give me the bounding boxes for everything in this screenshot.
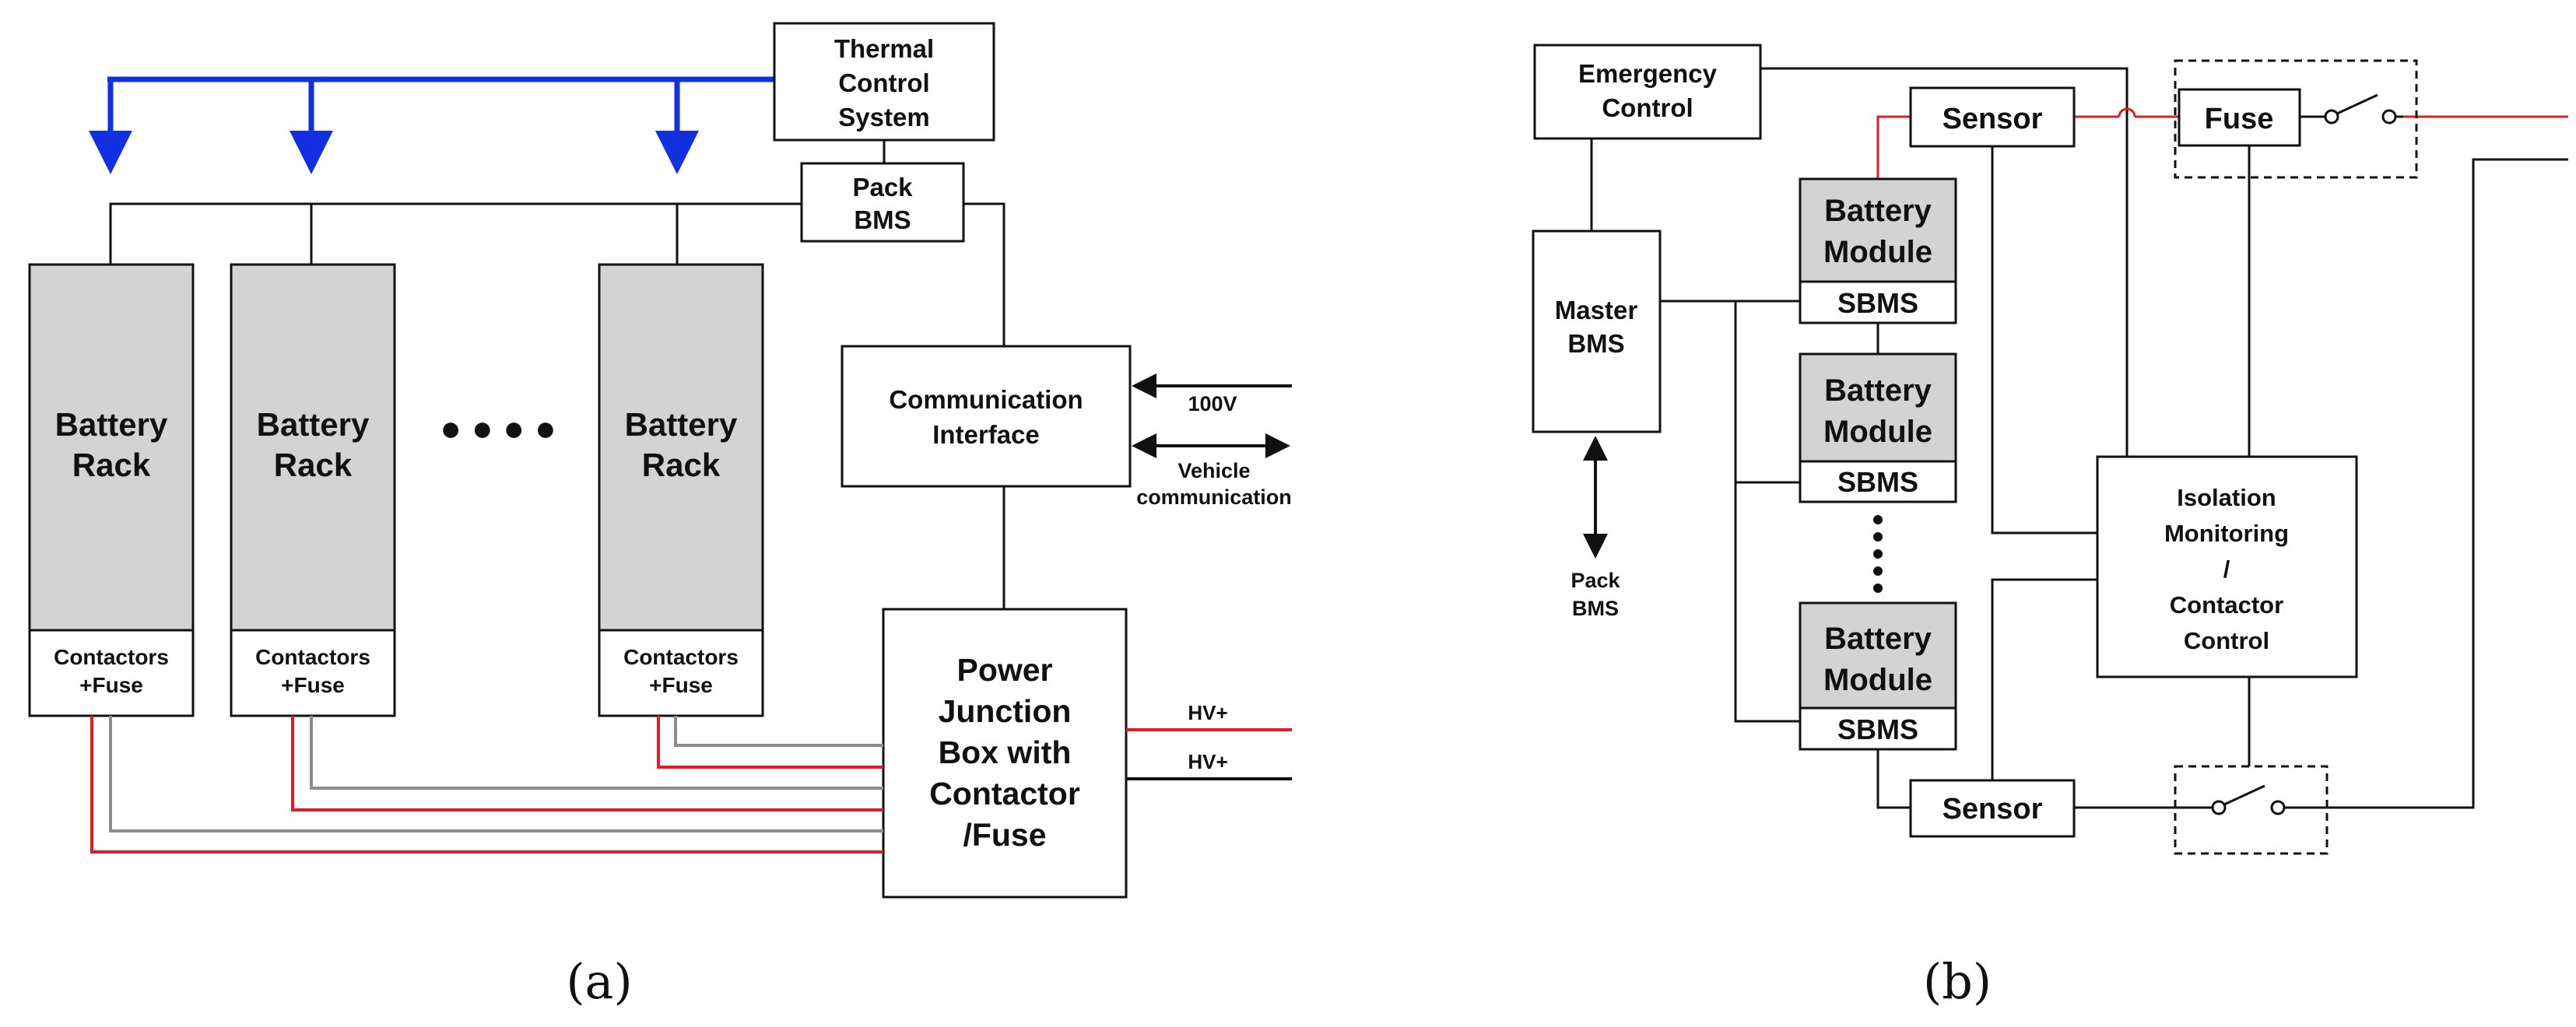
power-100v-label: 100V bbox=[1188, 392, 1237, 415]
emergency-line-1: Emergency bbox=[1578, 59, 1718, 88]
rack-2-contactor-line-1: Contactors bbox=[255, 645, 370, 669]
sensor-top-label: Sensor bbox=[1943, 103, 2043, 135]
rack-1-contactor-line-1: Contactors bbox=[54, 645, 169, 669]
thermal-control-line-3: System bbox=[838, 103, 929, 131]
module-2-line-2: Module bbox=[1823, 415, 1932, 449]
pack-bms-a-line-2: BMS bbox=[854, 205, 911, 234]
rack-1-contactor-line-2: +Fuse bbox=[79, 673, 143, 697]
b-red-wiring bbox=[1876, 107, 2568, 179]
rack-1-label-line-2: Rack bbox=[72, 447, 151, 483]
sensor-bottom-label: Sensor bbox=[1943, 793, 2043, 825]
battery-module-3: Battery Module SBMS bbox=[1799, 601, 1957, 751]
battery-rack-1: Battery Rack Contactors +Fuse bbox=[28, 263, 195, 717]
battery-rack-2: Battery Rack Contactors +Fuse bbox=[230, 263, 396, 717]
master-bms-line-1: Master bbox=[1555, 296, 1638, 324]
rack-bms-bus bbox=[109, 202, 1005, 346]
rack-2-contactor-line-2: +Fuse bbox=[281, 673, 345, 697]
isolation-line-4: Contactor bbox=[2170, 591, 2283, 619]
isolation-line-2: Monitoring bbox=[2164, 520, 2289, 547]
rack-red-wiring bbox=[90, 716, 883, 853]
vehicle-comm-line-2: communication bbox=[1136, 485, 1292, 509]
module-3-line-1: Battery bbox=[1824, 622, 1932, 656]
rack-2-label-line-2: Rack bbox=[274, 447, 353, 483]
junction-line-1: Power bbox=[956, 652, 1052, 688]
master-bms-box: Master BMS bbox=[1532, 230, 1662, 433]
rack-1-label-line-1: Battery bbox=[55, 406, 168, 443]
rack-ellipsis: ● ● ● ● bbox=[440, 408, 556, 448]
junction-line-4: Contactor bbox=[929, 776, 1080, 811]
communication-interface-box: Communication Interface bbox=[841, 345, 1132, 488]
module-3-line-2: Module bbox=[1823, 663, 1932, 697]
isolation-line-5: Control bbox=[2184, 627, 2269, 654]
comm-interface-line-1: Communication bbox=[889, 385, 1083, 414]
b-black-wiring bbox=[1590, 67, 2568, 809]
caption-b: (b) bbox=[1923, 953, 1992, 1010]
module-2-sbms: SBMS bbox=[1837, 466, 1918, 498]
rack-3-contactor-line-1: Contactors bbox=[623, 645, 739, 669]
sensor-top-box: Sensor bbox=[1909, 86, 2076, 148]
pack-bms-b-line-1: Pack bbox=[1571, 569, 1620, 592]
module-3-sbms: SBMS bbox=[1837, 713, 1918, 745]
rack-3-contactor-line-2: +Fuse bbox=[649, 673, 713, 697]
thermal-control-line-1: Thermal bbox=[834, 34, 934, 63]
top-contactor-switch bbox=[2300, 93, 2403, 124]
rack-gray-wiring bbox=[109, 716, 883, 832]
thermal-control-box: Thermal Control System bbox=[773, 22, 995, 142]
rack-2-label-line-1: Battery bbox=[257, 406, 370, 443]
thermal-bus bbox=[89, 76, 777, 174]
comm-interface-line-2: Interface bbox=[932, 420, 1040, 449]
pack-bms-b-line-2: BMS bbox=[1572, 597, 1619, 620]
module-2-line-1: Battery bbox=[1824, 373, 1932, 408]
battery-module-2: Battery Module SBMS bbox=[1799, 352, 1957, 503]
module-1-line-1: Battery bbox=[1824, 194, 1932, 228]
isolation-line-1: Isolation bbox=[2177, 484, 2276, 511]
module-1-sbms: SBMS bbox=[1837, 287, 1918, 319]
module-ellipsis-dots bbox=[1873, 515, 1883, 593]
bottom-contactor-switch bbox=[2211, 784, 2327, 815]
sensor-bottom-box: Sensor bbox=[1909, 779, 2076, 838]
diagram-a: Thermal Control System Pack BMS Battery … bbox=[28, 22, 1292, 1010]
emergency-control-box: Emergency Control bbox=[1533, 44, 1762, 140]
junction-line-3: Box with bbox=[939, 734, 1072, 770]
junction-line-2: Junction bbox=[939, 693, 1072, 729]
rack-3-label-line-2: Rack bbox=[642, 447, 721, 483]
rack-3-label-line-1: Battery bbox=[625, 406, 738, 443]
hv-plus-label-1: HV+ bbox=[1188, 701, 1227, 724]
pack-bms-a-line-1: Pack bbox=[852, 173, 913, 202]
battery-rack-3: Battery Rack Contactors +Fuse bbox=[598, 263, 764, 717]
module-1-line-2: Module bbox=[1823, 235, 1932, 269]
bottom-contactor-group bbox=[2174, 765, 2329, 855]
isolation-line-3: / bbox=[2223, 556, 2230, 583]
hv-plus-label-2: HV+ bbox=[1188, 750, 1227, 773]
junction-line-5: /Fuse bbox=[963, 817, 1046, 853]
battery-module-1: Battery Module SBMS bbox=[1799, 177, 1957, 324]
isolation-monitoring-box: Isolation Monitoring / Contactor Control bbox=[2096, 455, 2358, 678]
pack-bms-box-a: Pack BMS bbox=[800, 162, 965, 243]
master-bms-line-2: BMS bbox=[1567, 329, 1624, 358]
caption-a: (a) bbox=[566, 953, 632, 1010]
emergency-line-2: Control bbox=[1602, 93, 1693, 122]
diagram-b: Emergency Control Master BMS Pack BMS Se… bbox=[1532, 44, 2568, 1010]
fuse-switch-group: Fuse bbox=[2174, 59, 2418, 179]
thermal-control-line-2: Control bbox=[838, 68, 929, 97]
power-junction-box: Power Junction Box with Contactor /Fuse bbox=[882, 608, 1128, 899]
vehicle-comm-line-1: Vehicle bbox=[1177, 459, 1250, 482]
fuse-label: Fuse bbox=[2205, 103, 2274, 135]
